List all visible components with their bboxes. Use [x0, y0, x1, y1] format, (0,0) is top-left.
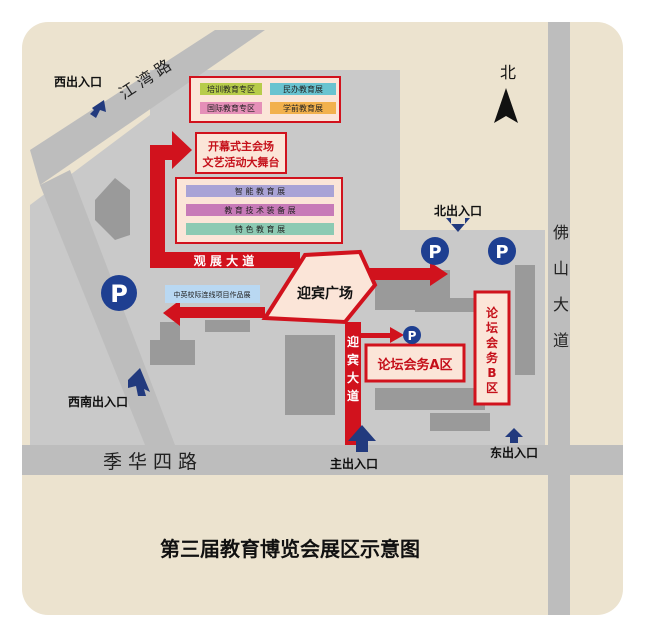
road-label-guanzhan: 观 展 大 道 [194, 253, 255, 268]
forum-b-char: 坛 [486, 320, 498, 335]
building-east [515, 265, 535, 375]
parking-icon [488, 237, 516, 265]
plaza-label: 迎宾广场 [297, 285, 353, 302]
road-label-char: 道 [553, 331, 569, 350]
entrance-label-main: 主出入口 [330, 456, 378, 471]
zone-label-smart: 智 能 教 育 展 [235, 186, 285, 196]
forum-b-char: B [487, 366, 496, 380]
forum-b [473, 290, 511, 406]
compass-label: 北 [500, 63, 516, 82]
zone-label-training: 培训教育专区 [207, 84, 255, 94]
arrow-main-icon [348, 425, 376, 452]
road-label-char: 山 [553, 259, 569, 278]
parking-icon [421, 237, 449, 265]
zone-smart [186, 185, 334, 197]
building-sw2 [160, 322, 180, 340]
zone-private [270, 83, 336, 95]
forum-a-label: 论坛会务A区 [377, 357, 452, 373]
building-south [375, 388, 485, 410]
parking-icon [101, 275, 137, 311]
zone-preschool [270, 102, 336, 114]
zone-label-international: 国际教育专区 [207, 103, 255, 113]
arrow-west-icon [90, 100, 106, 118]
jihua-road [22, 445, 623, 475]
main-stage [195, 132, 287, 174]
forum-a [364, 343, 466, 383]
forum-b-char: 区 [486, 381, 498, 395]
zone-labels: 培训教育专区 民办教育展 国际教育专区 学前教育展 智 能 教 育 展 教 育 … [174, 84, 324, 299]
zone-label-preschool: 学前教育展 [283, 103, 323, 113]
entrance-label-west: 西出入口 [54, 74, 102, 89]
zone-training [200, 83, 262, 95]
zone-label-sino-uk: 中英校际连线项目作品展 [174, 290, 251, 299]
parking-markers [101, 237, 516, 344]
route-west [163, 300, 265, 326]
building-sw [150, 340, 195, 365]
road-label-char: 迎 [347, 334, 359, 349]
road-label-char: 大 [347, 370, 359, 385]
road-label-char: 宾 [347, 352, 359, 367]
stage-label-line1: 开幕式主会场 [208, 139, 274, 153]
route-east [360, 262, 448, 286]
road-label-char: 佛 [553, 223, 569, 242]
building-south2 [430, 413, 490, 431]
zone-international [200, 102, 262, 114]
parking-label: P [428, 242, 441, 263]
building-small [205, 320, 250, 332]
road-label-foshan: 佛 山 大 道 [553, 223, 569, 350]
forum-b-label: 论 坛 会 务 B 区 [486, 305, 499, 395]
entrance-arrows [90, 100, 523, 452]
forum-b-char: 论 [486, 305, 499, 320]
parking-label: P [408, 329, 417, 343]
circulation-route [150, 131, 448, 445]
parking-label: P [110, 280, 128, 308]
arrow-north-icon [446, 218, 470, 232]
guanzhan-road-red [150, 252, 300, 268]
route-to-stage [150, 131, 192, 252]
building-west [95, 178, 130, 240]
entrance-label-east: 东出入口 [490, 445, 538, 460]
yingbin-plaza [261, 249, 378, 325]
entrance-labels: 西出入口 北出入口 西南出入口 主出入口 东出入口 [54, 74, 538, 471]
route-to-parking [361, 327, 404, 343]
building-ne2 [415, 298, 475, 312]
parking-icon [403, 326, 421, 344]
yingbin-road-red [345, 322, 361, 445]
entrance-label-southwest: 西南出入口 [68, 394, 128, 409]
road-label-char: 大 [553, 295, 569, 314]
zone-special [186, 223, 334, 235]
zone-label-private: 民办教育展 [283, 84, 323, 94]
road-label-yingbin: 迎 宾 大 道 [347, 334, 359, 403]
zone-equipment [186, 204, 334, 216]
foshan-road [548, 22, 570, 615]
road-label-char: 道 [347, 388, 359, 403]
zone-label-equipment: 教 育 技 术 装 备 展 [224, 205, 295, 215]
zone-label-special: 特 色 教 育 展 [235, 224, 285, 234]
zone-sino-uk [165, 285, 260, 303]
forum-b-char: 务 [486, 350, 499, 365]
map-title: 第三届教育博览会展区示意图 [160, 537, 420, 561]
buildings [95, 178, 535, 431]
compass-icon [494, 88, 518, 123]
forum-b-char: 会 [486, 335, 499, 350]
stage-label-line2: 文艺活动大舞台 [203, 155, 280, 169]
jiangwan-road [30, 30, 265, 185]
arrow-southwest-icon [128, 368, 150, 396]
road-label-jihua: 季 华 四 路 [103, 451, 197, 473]
stage-labels: 开幕式主会场 文艺活动大舞台 [203, 139, 280, 169]
parking-label: P [495, 242, 508, 263]
entrance-label-north: 北出入口 [434, 203, 482, 218]
building-mid [285, 335, 335, 415]
arrow-east-icon [505, 428, 523, 443]
